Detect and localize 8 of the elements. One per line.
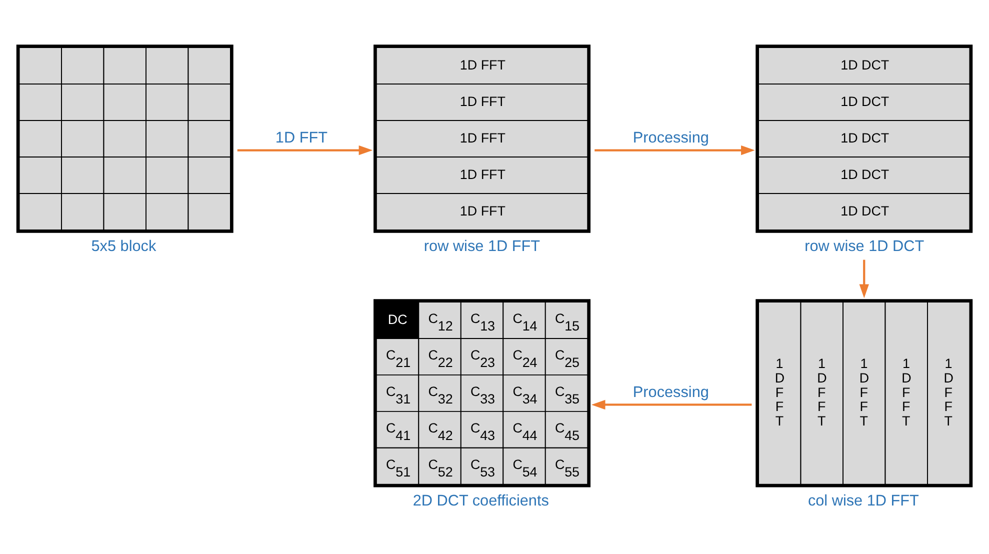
- node-label: 5x5 block: [91, 237, 156, 254]
- edge-label: Processing: [632, 383, 709, 400]
- node-label: 2D DCT coefficients: [412, 492, 549, 509]
- edge-label: Processing: [632, 128, 709, 146]
- edge-label: 1D FFT: [275, 128, 328, 146]
- node-label: col wise 1D FFT: [808, 492, 919, 509]
- node-label: row wise 1D FFT: [424, 237, 540, 254]
- node-label: row wise 1D DCT: [804, 237, 924, 254]
